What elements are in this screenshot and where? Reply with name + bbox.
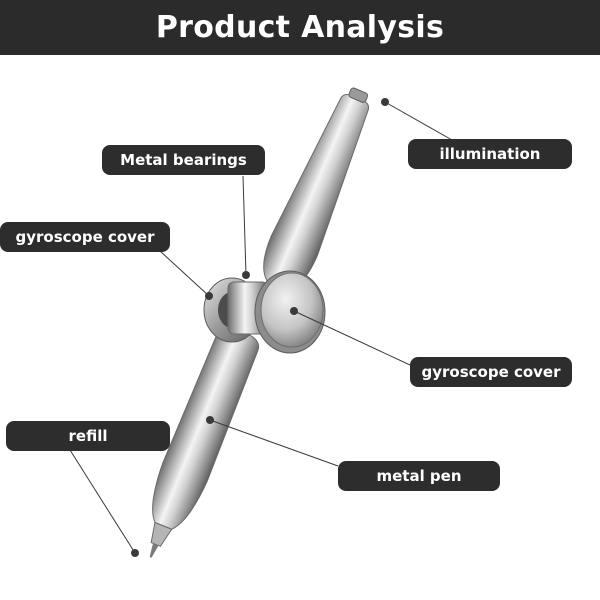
anchor-dot-refill [131, 549, 139, 557]
leader-line-refill [69, 449, 136, 554]
label-gyroscope-cover-right: gyroscope cover [410, 357, 572, 387]
anchor-dot-gyroscope-cover-left [205, 292, 213, 300]
label-metal-bearings: Metal bearings [102, 145, 265, 175]
leader-line-metal-pen [209, 419, 339, 467]
leader-line-metal-bearings [242, 175, 247, 276]
leader-line-illumination [384, 101, 453, 141]
leader-line-gyroscope-cover-left [159, 250, 210, 297]
anchor-dot-metal-pen [206, 416, 214, 424]
label-illumination: illumination [408, 139, 572, 169]
label-refill: refill [6, 421, 170, 451]
upper-pen-body [263, 87, 370, 291]
lower-pen-body [149, 327, 260, 558]
anchor-dot-illumination [381, 98, 389, 106]
anchor-dots [131, 98, 389, 557]
anchor-dot-metal-bearings [242, 271, 250, 279]
leader-lines [69, 101, 453, 554]
anchor-dot-gyroscope-cover-right [290, 307, 298, 315]
label-gyroscope-cover-left: gyroscope cover [0, 222, 170, 252]
page-title: Product Analysis [155, 10, 445, 45]
header-bar: Product Analysis [0, 0, 600, 55]
leader-line-gyroscope-cover-right [293, 310, 411, 366]
label-metal-pen: metal pen [338, 461, 500, 491]
